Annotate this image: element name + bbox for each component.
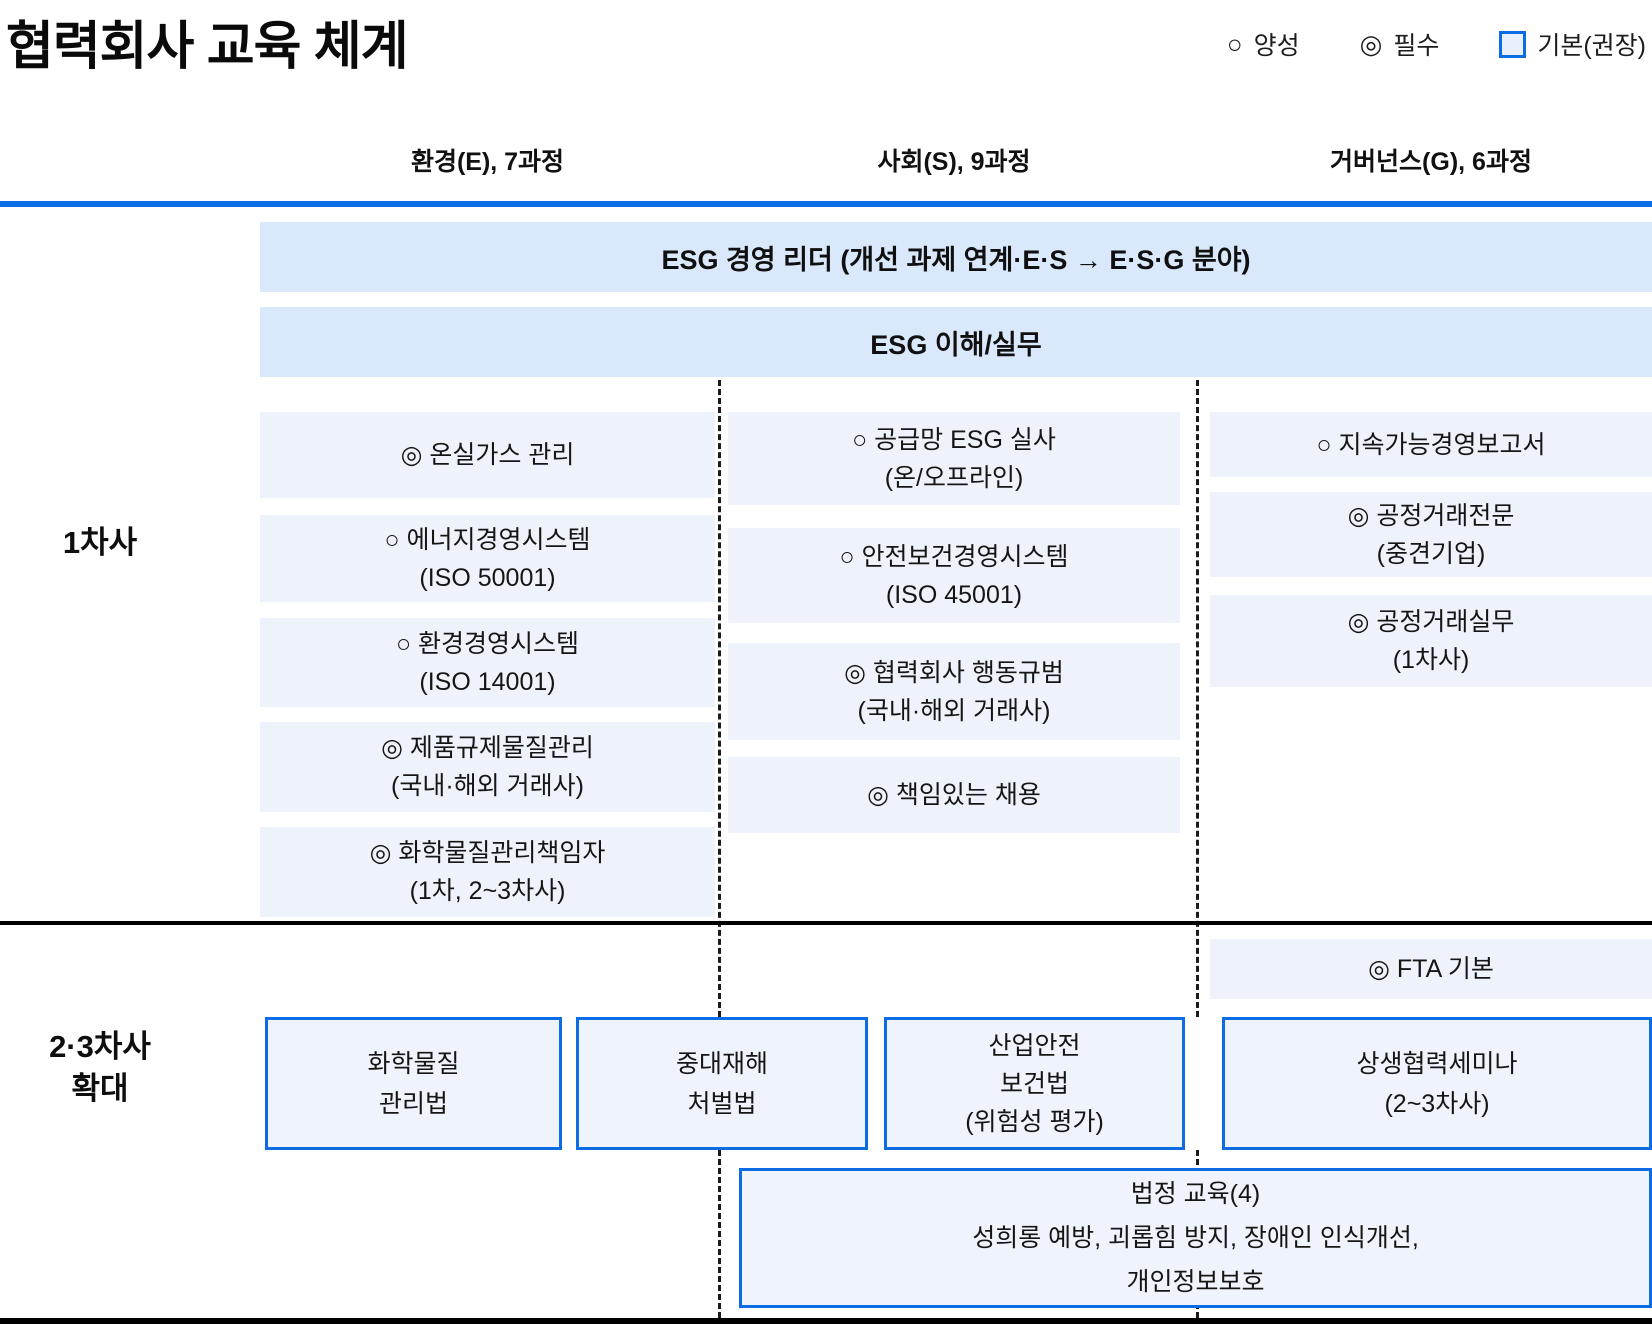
- course-chemical-manager: ◎ 화학물질관리책임자 (1차, 2~3차사): [260, 827, 715, 917]
- course-fair-trade-expert: ◎ 공정거래전문 (중견기업): [1210, 492, 1652, 577]
- column-divider-dashed: [718, 1150, 721, 1318]
- column-header-governance: 거버넌스(G), 6과정: [1330, 148, 1532, 176]
- course-serious-accidents-act: 중대재해 처벌법: [576, 1017, 868, 1150]
- legend-label: 기본(권장): [1537, 32, 1646, 60]
- row-label-tier23-line1: 2·3차사: [49, 1029, 151, 1064]
- course-environment-management-iso14001: ○ 환경경영시스템 (ISO 14001): [260, 618, 715, 707]
- column-header-environment: 환경(E), 7과정: [410, 148, 565, 176]
- course-greenhouse-gas: ◎ 온실가스 관리: [260, 412, 715, 498]
- page-title: 협력회사 교육 체계: [6, 18, 409, 76]
- legend-item-basic: 기본(권장): [1499, 26, 1646, 62]
- row-label-tier23: 2·3차사 확대: [0, 1026, 200, 1110]
- legend-label: 필수: [1393, 32, 1440, 60]
- legend: ○ 양성 ◎ 필수 기본(권장): [1227, 26, 1646, 62]
- legend-item-training: ○ 양성: [1227, 26, 1300, 62]
- banner-esg-basics: ESG 이해/실무: [260, 307, 1652, 377]
- course-supply-chain-esg-audit: ○ 공급망 ESG 실사 (온/오프라인): [728, 412, 1180, 505]
- course-supplier-code-of-conduct: ◎ 협력회사 행동규범 (국내·해외 거래사): [728, 643, 1180, 740]
- course-product-regulated-substances: ◎ 제품규제물질관리 (국내·해외 거래사): [260, 722, 715, 812]
- header-divider-line: [0, 201, 1652, 207]
- course-chemical-substances-act: 화학물질 관리법: [265, 1017, 562, 1150]
- blue-square-icon: [1499, 30, 1527, 58]
- course-responsible-hiring: ◎ 책임있는 채용: [728, 757, 1180, 833]
- bullseye-icon: ◎: [1359, 29, 1383, 59]
- legend-label: 양성: [1253, 32, 1300, 60]
- column-divider-dashed: [718, 380, 721, 1017]
- column-divider-dashed: [1196, 380, 1199, 1017]
- course-energy-management-iso50001: ○ 에너지경영시스템 (ISO 50001): [260, 515, 715, 602]
- course-legal-education: 법정 교육(4) 성희롱 예방, 괴롭힘 방지, 장애인 인식개선, 개인정보보…: [739, 1168, 1652, 1308]
- course-sustainability-report: ○ 지속가능경영보고서: [1210, 412, 1652, 477]
- banner-esg-leader: ESG 경영 리더 (개선 과제 연계·E·S → E·S·G 분야): [260, 222, 1652, 292]
- course-fta-basic: ◎ FTA 기본: [1210, 939, 1652, 999]
- course-safety-health-iso45001: ○ 안전보건경영시스템 (ISO 45001): [728, 528, 1180, 623]
- row-label-tier23-line2: 확대: [71, 1071, 129, 1106]
- row-label-tier1: 1차사: [62, 525, 138, 560]
- tier-separator-line: [0, 921, 1652, 925]
- column-header-social: 사회(S), 9과정: [877, 148, 1031, 176]
- course-fair-trade-practice: ◎ 공정거래실무 (1차사): [1210, 595, 1652, 687]
- course-win-win-seminar: 상생협력세미나 (2~3차사): [1222, 1017, 1652, 1150]
- circle-icon: ○: [1226, 29, 1243, 59]
- bottom-border-line: [0, 1318, 1652, 1324]
- course-industrial-safety-health-act: 산업안전 보건법 (위험성 평가): [884, 1017, 1185, 1150]
- legend-item-required: ◎ 필수: [1360, 26, 1440, 62]
